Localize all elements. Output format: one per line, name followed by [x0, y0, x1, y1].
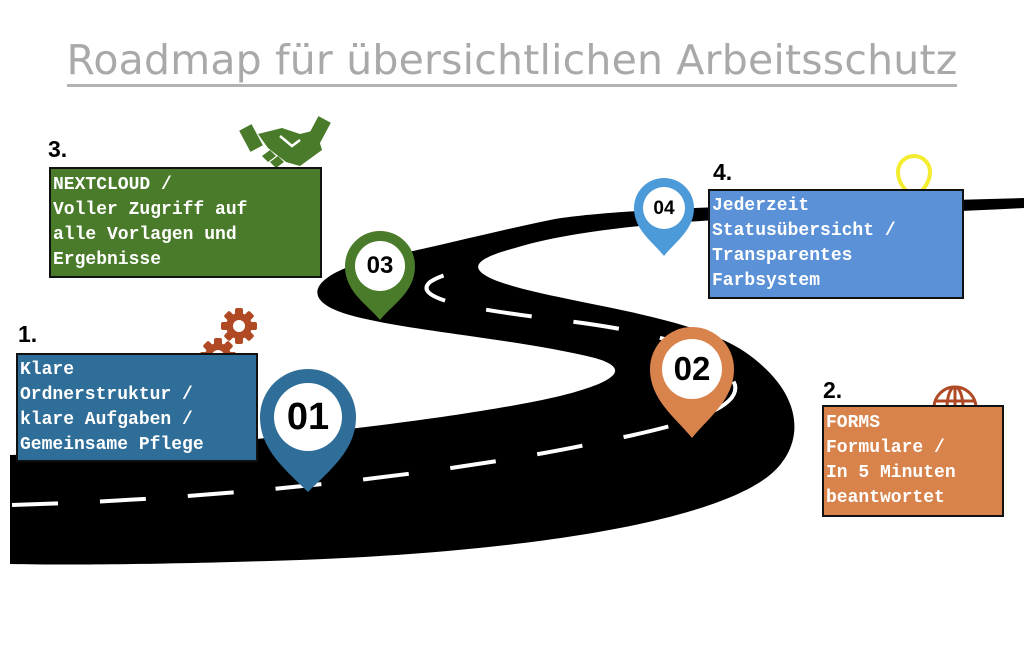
step-number-2: 2.: [823, 377, 843, 403]
road: [10, 198, 1024, 565]
step-1-line-4: Gemeinsame Pflege: [20, 435, 204, 455]
step-4-line-1: Jederzeit: [712, 196, 810, 216]
step-box-1: Klare Ordnerstruktur / klare Aufgaben / …: [16, 353, 258, 462]
step-number-4: 4.: [713, 159, 733, 185]
step-2-line-3: In 5 Minuten: [826, 463, 956, 483]
pin-label-01: 01: [286, 396, 330, 438]
pin-02: [650, 327, 734, 438]
step-2-line-4: beantwortet: [826, 488, 945, 508]
step-box-4: Jederzeit Statusübersicht / Transparente…: [708, 189, 964, 299]
step-3-line-2: Voller Zugriff auf: [53, 200, 248, 220]
pin-03: [345, 231, 415, 320]
step-3-line-3: alle Vorlagen und: [53, 225, 237, 245]
pin-04: [634, 178, 694, 256]
step-number-1: 1.: [18, 321, 38, 347]
road-lane-markings: [11, 230, 841, 507]
step-box-3: NEXTCLOUD / Voller Zugriff auf alle Vorl…: [49, 167, 322, 278]
step-3-line-1: NEXTCLOUD /: [53, 175, 172, 195]
step-2-line-1: FORMS: [826, 413, 881, 433]
step-1-line-2: Ordnerstruktur /: [20, 385, 193, 405]
page-title: Roadmap für übersichtlichen Arbeitsschut…: [0, 36, 1024, 87]
handshake-icon-detail: [279, 135, 301, 148]
pin-label-03: 03: [366, 252, 394, 279]
step-1-line-1: Klare: [20, 360, 75, 380]
pin-label-02: 02: [673, 350, 711, 387]
step-3-line-4: Ergebnisse: [53, 250, 162, 270]
step-2-line-2: Formulare /: [826, 438, 945, 458]
step-number-3: 3.: [48, 136, 68, 162]
step-4-line-3: Transparentes: [712, 246, 853, 266]
page-title-text: Roadmap für übersichtlichen Arbeitsschut…: [66, 37, 958, 87]
step-1-line-3: klare Aufgaben /: [20, 410, 193, 430]
pin-01: [260, 369, 356, 492]
step-box-2: FORMS Formulare / In 5 Minuten beantwort…: [822, 405, 1004, 517]
step-4-line-4: Farbsystem: [712, 271, 821, 291]
pin-label-04: 04: [653, 198, 675, 219]
handshake-icon: [239, 116, 331, 168]
step-4-line-2: Statusübersicht /: [712, 221, 896, 241]
